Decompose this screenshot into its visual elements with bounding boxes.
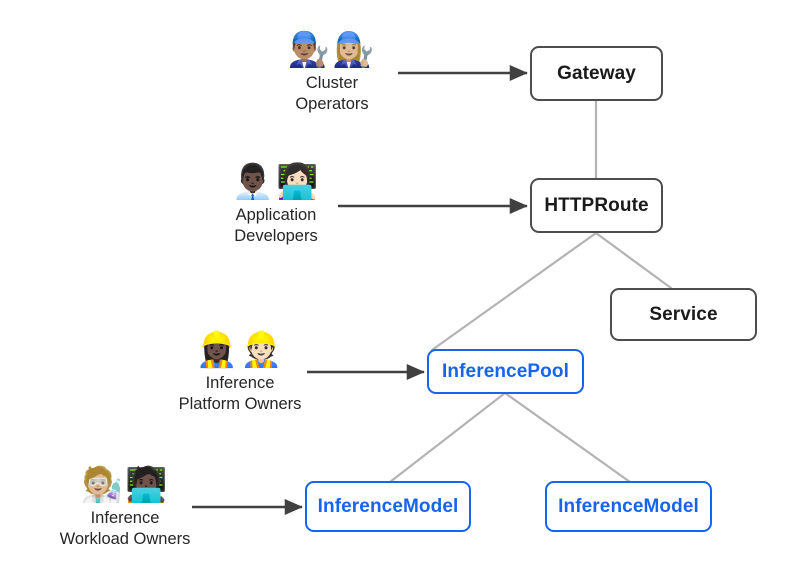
link-httproute-inferencepool: [430, 231, 598, 352]
node-inferencemodel-left[interactable]: InferenceModel: [305, 481, 471, 532]
node-httproute[interactable]: HTTPRoute: [530, 178, 663, 233]
inference-workload-owners-label: Inference Workload Owners: [59, 509, 191, 548]
node-service[interactable]: Service: [610, 288, 757, 341]
persona-application-developers: 👨🏿‍💼👩🏻‍💻 Application Developers: [210, 162, 342, 247]
persona-inference-workload-owners: 🧑🏼‍🔬🧑🏿‍💻 Inference Workload Owners: [42, 465, 208, 550]
link-httproute-service: [594, 231, 673, 290]
node-service-label: Service: [649, 303, 718, 325]
link-inferencepool-model-right: [503, 391, 632, 484]
inference-platform-owners-label: Inference Platform Owners: [178, 374, 302, 413]
node-gateway-label: Gateway: [557, 62, 636, 84]
persona-cluster-operators: 👨🏽‍🔧👩🏼‍🔧 Cluster Operators: [266, 30, 398, 115]
node-inferencemodel-left-label: InferenceModel: [317, 495, 459, 517]
inference-workload-owners-emoji-pair: 🧑🏼‍🔬🧑🏿‍💻: [80, 466, 170, 504]
node-inferencepool-label: InferencePool: [442, 360, 569, 382]
cluster-operators-label: Cluster Operators: [295, 74, 369, 113]
node-inferencepool[interactable]: InferencePool: [427, 349, 584, 394]
application-developers-emoji-pair: 👨🏿‍💼👩🏻‍💻: [231, 163, 321, 201]
inference-platform-owners-emoji-pair: 👷🏿‍♀️👷🏻: [195, 331, 285, 369]
link-inferencepool-model-left: [388, 391, 507, 484]
node-httproute-label: HTTPRoute: [544, 194, 649, 216]
cluster-operators-emoji-pair: 👨🏽‍🔧👩🏼‍🔧: [287, 31, 377, 69]
node-gateway[interactable]: Gateway: [530, 46, 663, 101]
node-inferencemodel-right[interactable]: InferenceModel: [545, 481, 712, 532]
application-developers-label: Application Developers: [234, 206, 318, 245]
persona-inference-platform-owners: 👷🏿‍♀️👷🏻 Inference Platform Owners: [160, 330, 320, 415]
node-inferencemodel-right-label: InferenceModel: [558, 495, 699, 517]
